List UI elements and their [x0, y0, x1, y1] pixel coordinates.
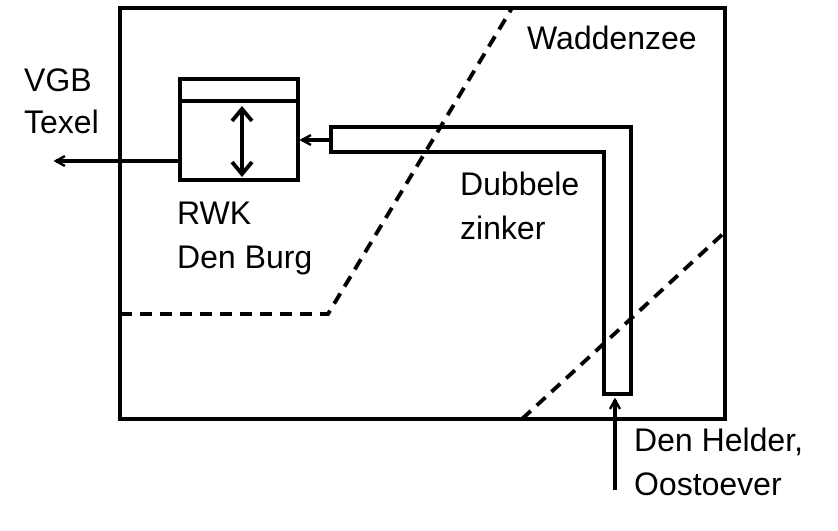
label-zinker: zinker [460, 210, 546, 246]
island-boundary [118, 6, 727, 421]
label-den-helder: Den Helder, [634, 422, 803, 458]
coastline-dashed-left [120, 6, 514, 316]
label-dubbele: Dubbele [460, 166, 579, 202]
label-texel: Texel [24, 104, 99, 140]
label-vgb: VGB [24, 62, 92, 98]
coastline-dashed-right [520, 230, 727, 421]
rwk-building [178, 77, 300, 182]
label-waddenzee: Waddenzee [527, 20, 697, 56]
zinker-pipe [329, 125, 633, 396]
label-oostoever: Oostoever [634, 466, 782, 502]
label-rwk: RWK [177, 195, 251, 231]
label-den-burg: Den Burg [177, 239, 312, 275]
